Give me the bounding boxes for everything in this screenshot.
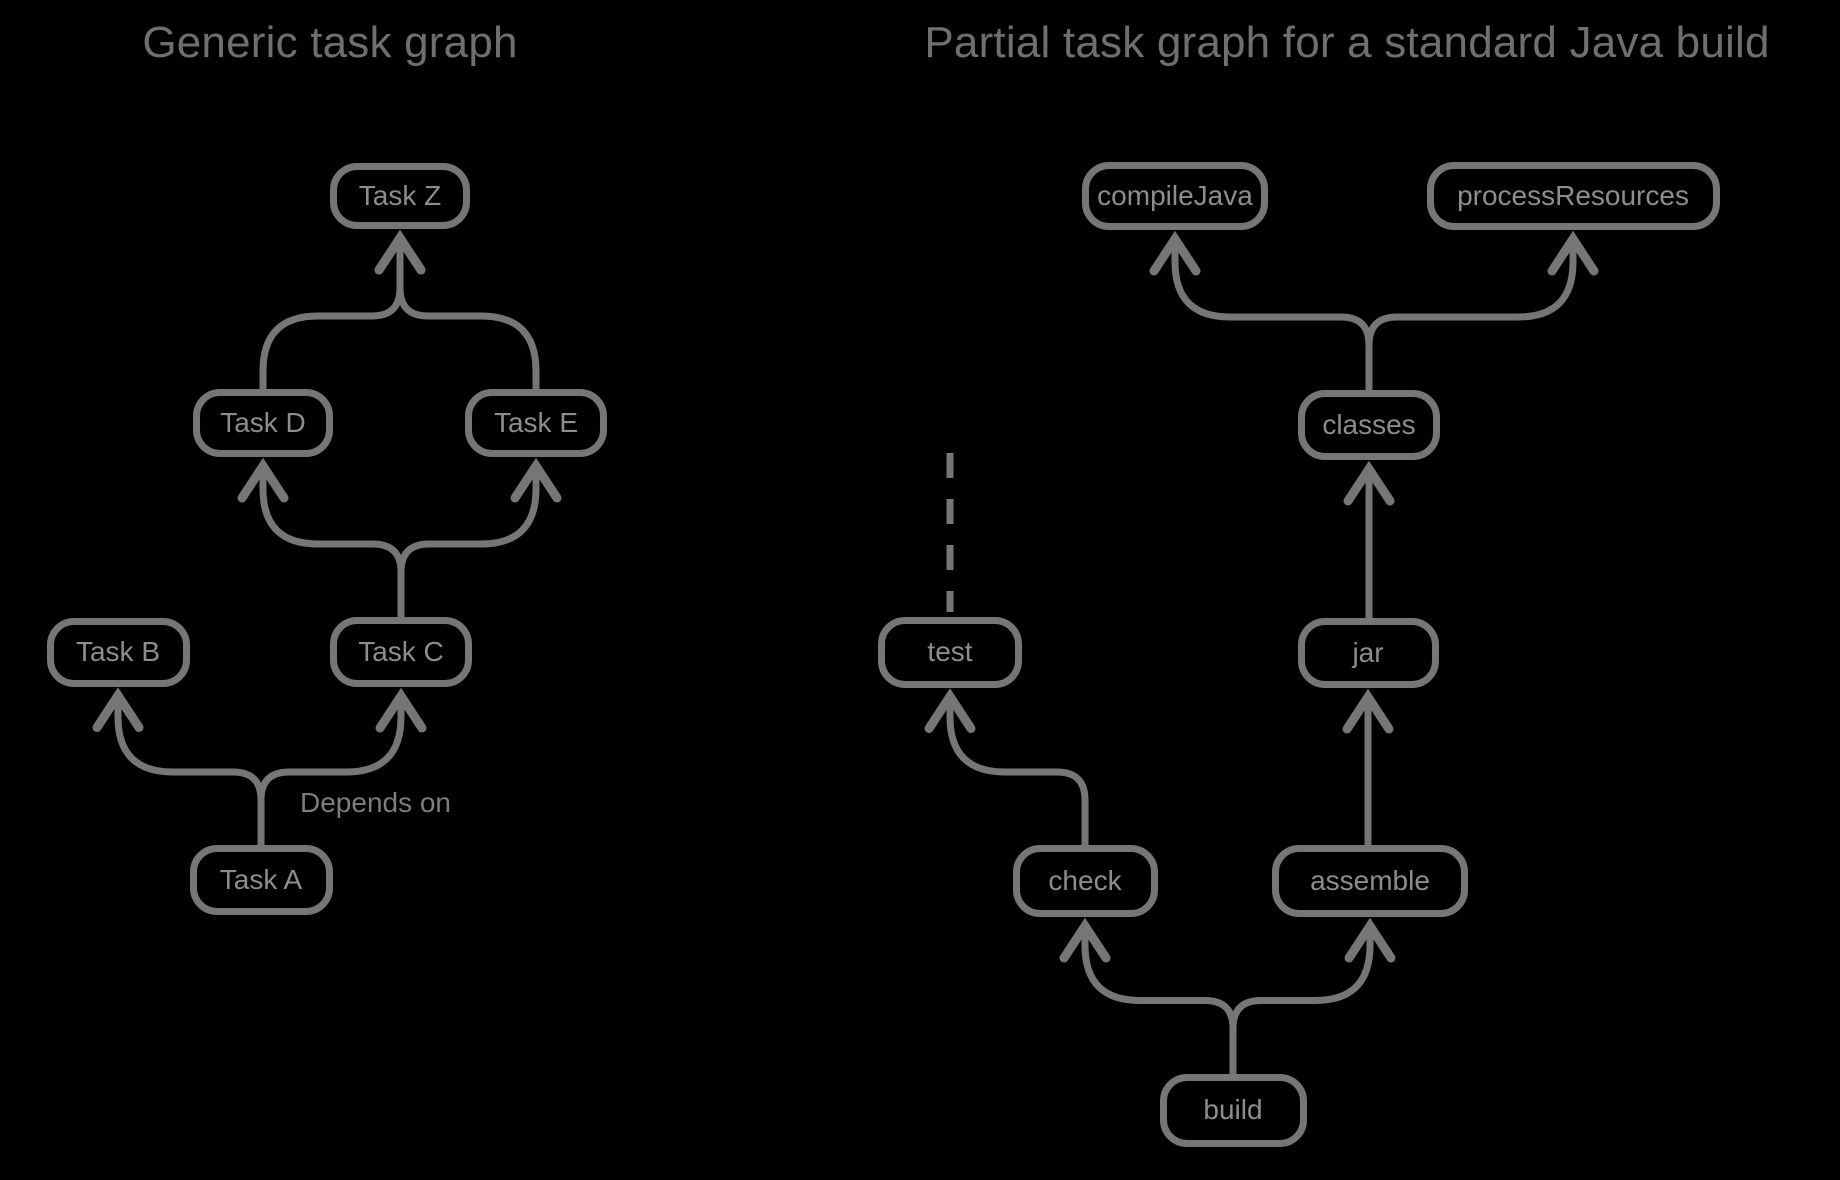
arrowhead-icon [92, 687, 144, 732]
node-build: build [1159, 1073, 1307, 1147]
edge-task-a-to-task-b [92, 687, 265, 849]
node-processresources: processResources [1426, 162, 1720, 230]
title-generic-task-graph: Generic task graph [142, 18, 518, 67]
depends-on-label: Depends on [300, 787, 452, 818]
arrowhead-icon [1149, 230, 1201, 276]
arrowhead-icon [1547, 230, 1599, 276]
node-task-e: Task E [465, 389, 607, 457]
arrowhead-icon [375, 687, 427, 733]
node-compilejava: compileJava [1082, 162, 1268, 230]
node-assemble: assemble [1272, 845, 1468, 917]
arrowhead-icon [374, 229, 426, 275]
node-task-a: Task A [189, 845, 333, 915]
edge-build-to-check [1059, 917, 1237, 1077]
node-task-z: Task Z [330, 163, 470, 229]
arrowhead-icon [510, 457, 562, 503]
edge-assemble-to-jar [1342, 688, 1394, 849]
node-test: test [878, 616, 1022, 688]
arrowhead-icon [1059, 917, 1111, 963]
edge-task-a-to-task-c [257, 687, 427, 849]
node-task-d: Task D [193, 389, 333, 457]
node-check: check [1012, 845, 1158, 917]
arrowhead-icon [1344, 917, 1396, 963]
edge-classes-to-processresources [1365, 230, 1599, 394]
arrowhead-icon [1343, 460, 1395, 506]
edge-check-to-test [924, 688, 1089, 849]
edge-task-e-to-task-z [374, 229, 540, 393]
node-jar: jar [1297, 618, 1439, 688]
arrowhead-icon [1342, 688, 1394, 734]
node-classes: classes [1298, 390, 1440, 460]
edge-build-to-assemble [1229, 917, 1396, 1077]
title-java-build-task-graph: Partial task graph for a standard Java b… [924, 18, 1770, 67]
arrowhead-icon [237, 457, 289, 503]
arrowhead-icon [924, 688, 976, 733]
edge-task-c-to-task-d [237, 457, 405, 621]
node-task-c: Task C [330, 617, 472, 687]
edge-jar-to-classes [1343, 460, 1395, 622]
edge-task-c-to-task-e [397, 457, 562, 621]
node-task-b: Task B [46, 617, 190, 687]
edge-classes-to-compilejava [1149, 230, 1373, 394]
